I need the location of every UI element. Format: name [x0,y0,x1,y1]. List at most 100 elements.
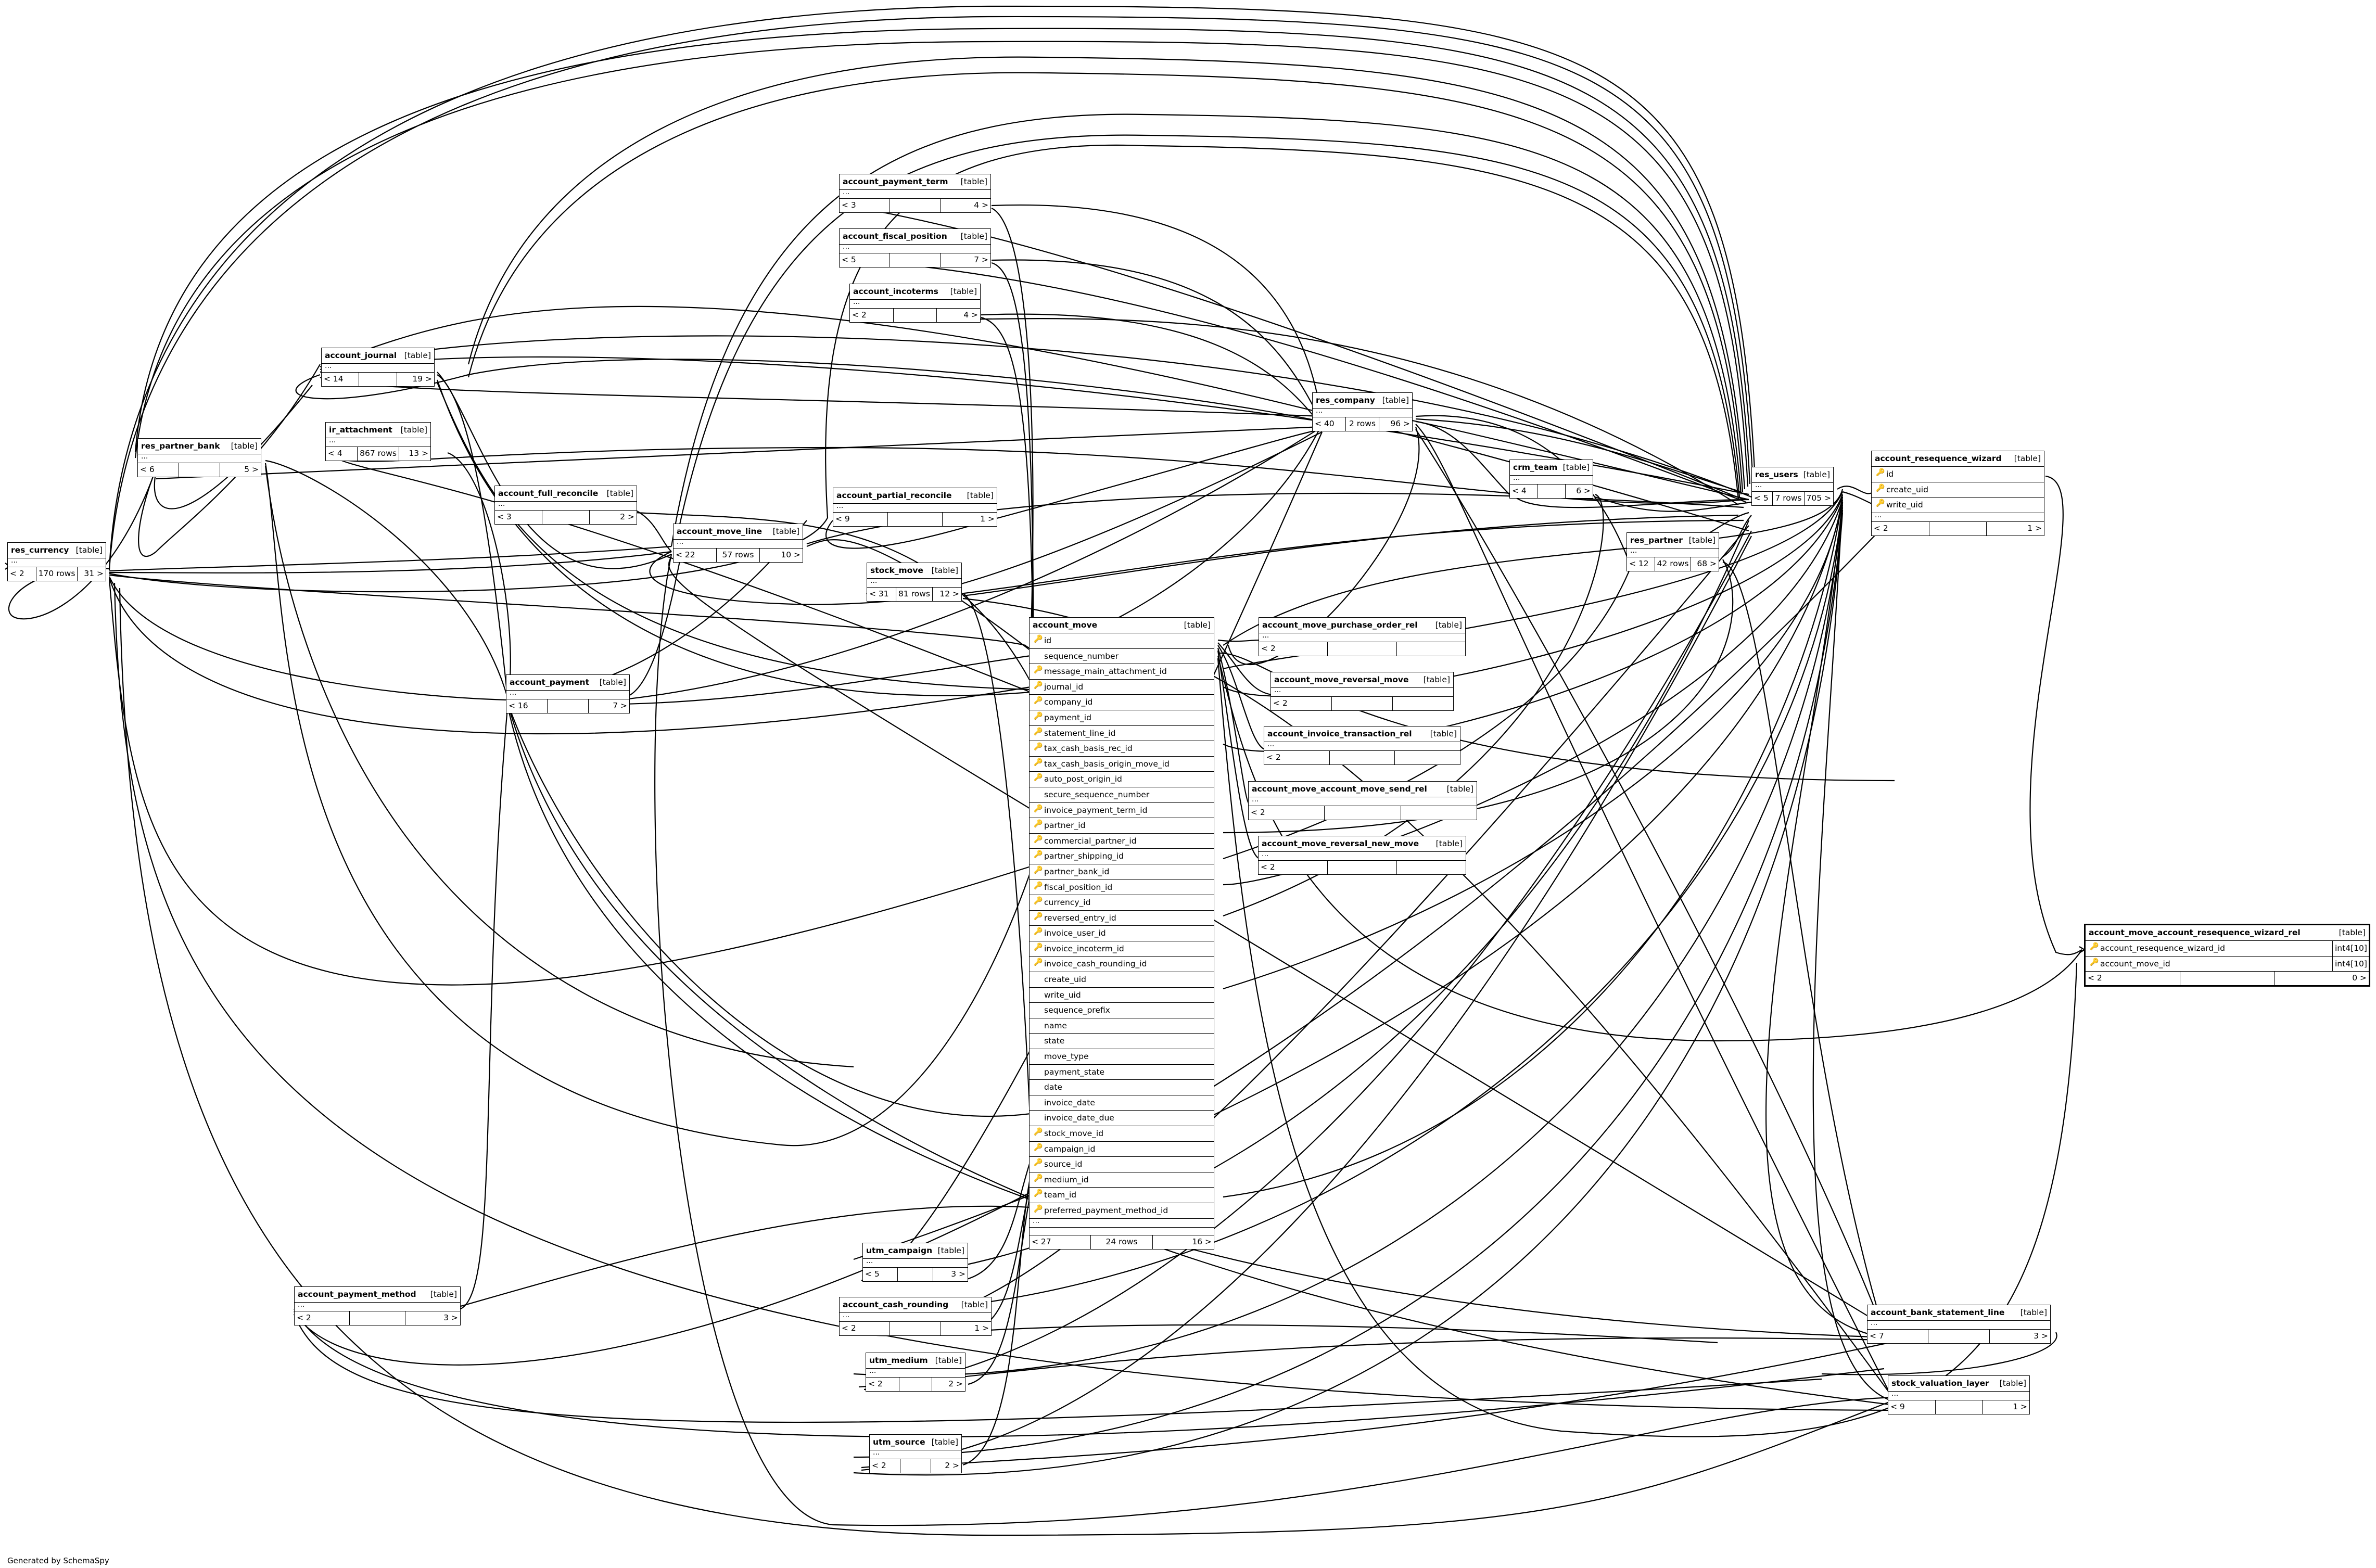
table-account-resequence-wizard[interactable]: account_resequence_wizard[table] 🔑id 🔑cr… [1871,451,2044,536]
parents-count[interactable]: < 16 [509,701,528,710]
children-count[interactable]: 13 > [398,447,430,461]
children-count[interactable] [1394,751,1460,764]
column-row[interactable]: 🔑commercial_partner_id [1030,834,1214,849]
table-account-move-account-move-send-rel[interactable]: account_move_account_move_send_rel[table… [1248,781,1477,820]
children-count[interactable]: 4 > [940,199,990,212]
children-count[interactable]: 705 > [1803,492,1834,505]
children-count[interactable] [1396,642,1465,656]
children-count[interactable]: 3 > [932,1268,968,1281]
parents-count[interactable]: < 2 [10,569,24,578]
column-row[interactable]: write_uid [1030,988,1214,1003]
children-count[interactable]: 7 > [588,699,629,713]
column-row[interactable]: 🔑invoice_cash_rounding_id [1030,957,1214,973]
children-count[interactable]: 3 > [1989,1330,2050,1343]
column-row[interactable]: 🔑write_uid [1872,498,2044,513]
table-account-partial-reconcile[interactable]: account_partial_reconcile[table] ... < 9… [833,488,997,527]
column-row[interactable]: state [1030,1034,1214,1050]
column-row[interactable]: 🔑stock_move_id [1030,1126,1214,1142]
children-count[interactable]: 12 > [932,588,961,601]
children-count[interactable]: 4 > [936,309,980,322]
children-count[interactable]: 68 > [1691,557,1719,571]
column-row[interactable]: 🔑id [1872,467,2044,482]
table-account-bank-statement-line[interactable]: account_bank_statement_line[table] ... <… [1867,1305,2051,1344]
column-row[interactable]: 🔑invoice_user_id [1030,926,1214,941]
children-count[interactable]: 1 > [940,1322,991,1335]
column-row[interactable]: 🔑tax_cash_basis_origin_move_id [1030,757,1214,772]
column-row[interactable]: invoice_date [1030,1095,1214,1111]
children-count[interactable]: 7 > [940,253,990,267]
parents-count[interactable]: < 14 [324,374,344,384]
parents-count[interactable]: < 4 [328,449,342,458]
column-row[interactable]: secure_sequence_number [1030,787,1214,803]
parents-count[interactable]: < 2 [1261,644,1276,653]
children-count[interactable]: 0 > [2274,972,2369,986]
column-row[interactable]: move_type [1030,1049,1214,1065]
column-row[interactable]: 🔑fiscal_position_id [1030,880,1214,896]
column-row[interactable]: 🔑partner_shipping_id [1030,849,1214,864]
children-count[interactable] [1400,806,1477,820]
column-row[interactable]: 🔑preferred_payment_method_id [1030,1203,1214,1219]
column-row[interactable]: 🔑currency_id [1030,895,1214,911]
parents-count[interactable]: < 7 [1870,1331,1884,1341]
column-row[interactable]: invoice_date_due [1030,1111,1214,1126]
parents-count[interactable]: < 5 [865,1269,880,1279]
parents-count[interactable]: < 6 [140,465,155,474]
column-row[interactable]: 🔑journal_id [1030,680,1214,695]
parents-count[interactable]: < 2 [852,310,867,320]
children-count[interactable]: 5 > [220,463,261,477]
table-account-move-account-resequence-wizard-rel[interactable]: account_move_account_resequence_wizard_r… [2084,924,2370,987]
table-account-invoice-transaction-rel[interactable]: account_invoice_transaction_rel[table] .… [1264,726,1460,765]
parents-count[interactable]: < 31 [869,589,889,598]
parents-count[interactable]: < 2 [2088,973,2102,983]
parents-count[interactable]: < 9 [1890,1402,1905,1411]
column-row[interactable]: 🔑invoice_payment_term_id [1030,803,1214,819]
column-row[interactable]: date [1030,1080,1214,1095]
parents-count[interactable]: < 2 [842,1323,856,1333]
children-count[interactable]: 16 > [1152,1235,1214,1249]
parents-count[interactable]: < 22 [676,550,695,559]
parents-count[interactable]: < 40 [1315,419,1335,428]
column-row[interactable]: 🔑partner_bank_id [1030,864,1214,880]
table-account-move-purchase-order-rel[interactable]: account_move_purchase_order_rel[table] .… [1259,617,1466,656]
column-row[interactable]: payment_state [1030,1065,1214,1080]
column-row[interactable]: sequence_number [1030,649,1214,665]
parents-count[interactable]: < 2 [1266,753,1281,762]
column-row[interactable]: 🔑reversed_entry_id [1030,911,1214,926]
children-count[interactable]: 10 > [759,549,803,562]
column-row[interactable]: 🔑invoice_incoterm_id [1030,941,1214,957]
parents-count[interactable]: < 9 [835,514,850,524]
column-row[interactable]: 🔑source_id [1030,1157,1214,1172]
parents-count[interactable]: < 2 [1874,523,1888,533]
children-count[interactable]: 2 > [932,1378,965,1391]
parents-count[interactable]: < 2 [868,1379,883,1388]
children-count[interactable]: 1 > [1986,521,2044,536]
children-count[interactable]: 1 > [942,513,997,526]
column-row[interactable]: 🔑id [1030,633,1214,649]
children-count[interactable]: 31 > [77,567,106,581]
children-count[interactable] [1392,697,1453,710]
children-count[interactable]: 2 > [589,511,637,524]
column-row[interactable]: 🔑tax_cash_basis_rec_id [1030,741,1214,757]
column-row[interactable]: create_uid [1030,972,1214,988]
children-count[interactable]: 2 > [931,1459,961,1473]
children-count[interactable]: 96 > [1379,417,1412,431]
